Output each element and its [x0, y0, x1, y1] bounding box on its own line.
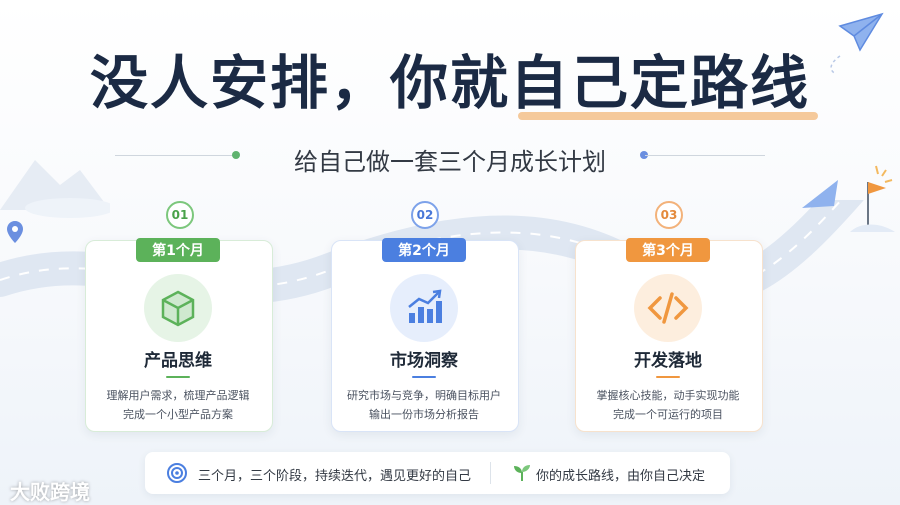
step-desc-1: 理解用户需求，梳理产品逻辑 完成一个小型产品方案	[85, 386, 271, 424]
location-pin-icon	[7, 221, 23, 243]
step-number-3: 03	[655, 201, 683, 229]
step-desc-2-line1: 研究市场与竞争，明确目标用户	[347, 389, 501, 402]
month-tag-2: 第2个月	[382, 238, 466, 262]
step-desc-3: 掌握核心技能，动手实现功能 完成一个可运行的项目	[575, 386, 761, 424]
footer-divider	[490, 462, 491, 484]
step-number-2: 02	[411, 201, 439, 229]
watermark: 大败跨境	[10, 480, 90, 504]
arrow-head-icon	[802, 180, 838, 208]
bar-chart-icon	[390, 274, 458, 342]
target-icon	[167, 463, 187, 483]
step-desc-1-line1: 理解用户需求，梳理产品逻辑	[106, 389, 250, 402]
paper-plane-icon	[830, 12, 884, 75]
page-title: 没人安排，你就自己定路线	[89, 49, 810, 117]
step-rule-1	[166, 376, 190, 378]
step-desc-2: 研究市场与竞争，明确目标用户 输出一份市场分析报告	[331, 386, 517, 424]
sprout-icon	[514, 465, 530, 481]
month-tag-3: 第3个月	[626, 238, 710, 262]
code-icon	[634, 274, 702, 342]
subtitle-dot-right	[640, 151, 648, 159]
step-desc-3-line1: 掌握核心技能，动手实现功能	[596, 389, 740, 402]
step-rule-2	[412, 376, 436, 378]
footer-left-text: 三个月，三个阶段，持续迭代，遇见更好的自己	[198, 469, 472, 484]
box-icon	[144, 274, 212, 342]
title-highlight	[518, 112, 818, 120]
subtitle-divider-right	[645, 155, 765, 156]
step-desc-2-line2: 输出一份市场分析报告	[369, 408, 479, 421]
step-desc-1-line2: 完成一个小型产品方案	[123, 408, 233, 421]
month-tag-1: 第1个月	[136, 238, 220, 262]
footer-bar	[145, 452, 730, 494]
step-title-3: 开发落地	[634, 351, 702, 371]
step-title-2: 市场洞察	[390, 351, 458, 371]
flag-icon	[850, 165, 895, 232]
subtitle-divider-left	[115, 155, 235, 156]
step-title-1: 产品思维	[144, 351, 212, 371]
step-rule-3	[656, 376, 680, 378]
step-desc-3-line2: 完成一个可运行的项目	[613, 408, 723, 421]
footer-right-text: 你的成长路线，由你自己决定	[536, 469, 706, 484]
subtitle-dot-left	[232, 151, 240, 159]
step-number-1: 01	[166, 201, 194, 229]
page-subtitle: 给自己做一套三个月成长计划	[294, 148, 606, 176]
mountain-icon	[0, 160, 110, 218]
